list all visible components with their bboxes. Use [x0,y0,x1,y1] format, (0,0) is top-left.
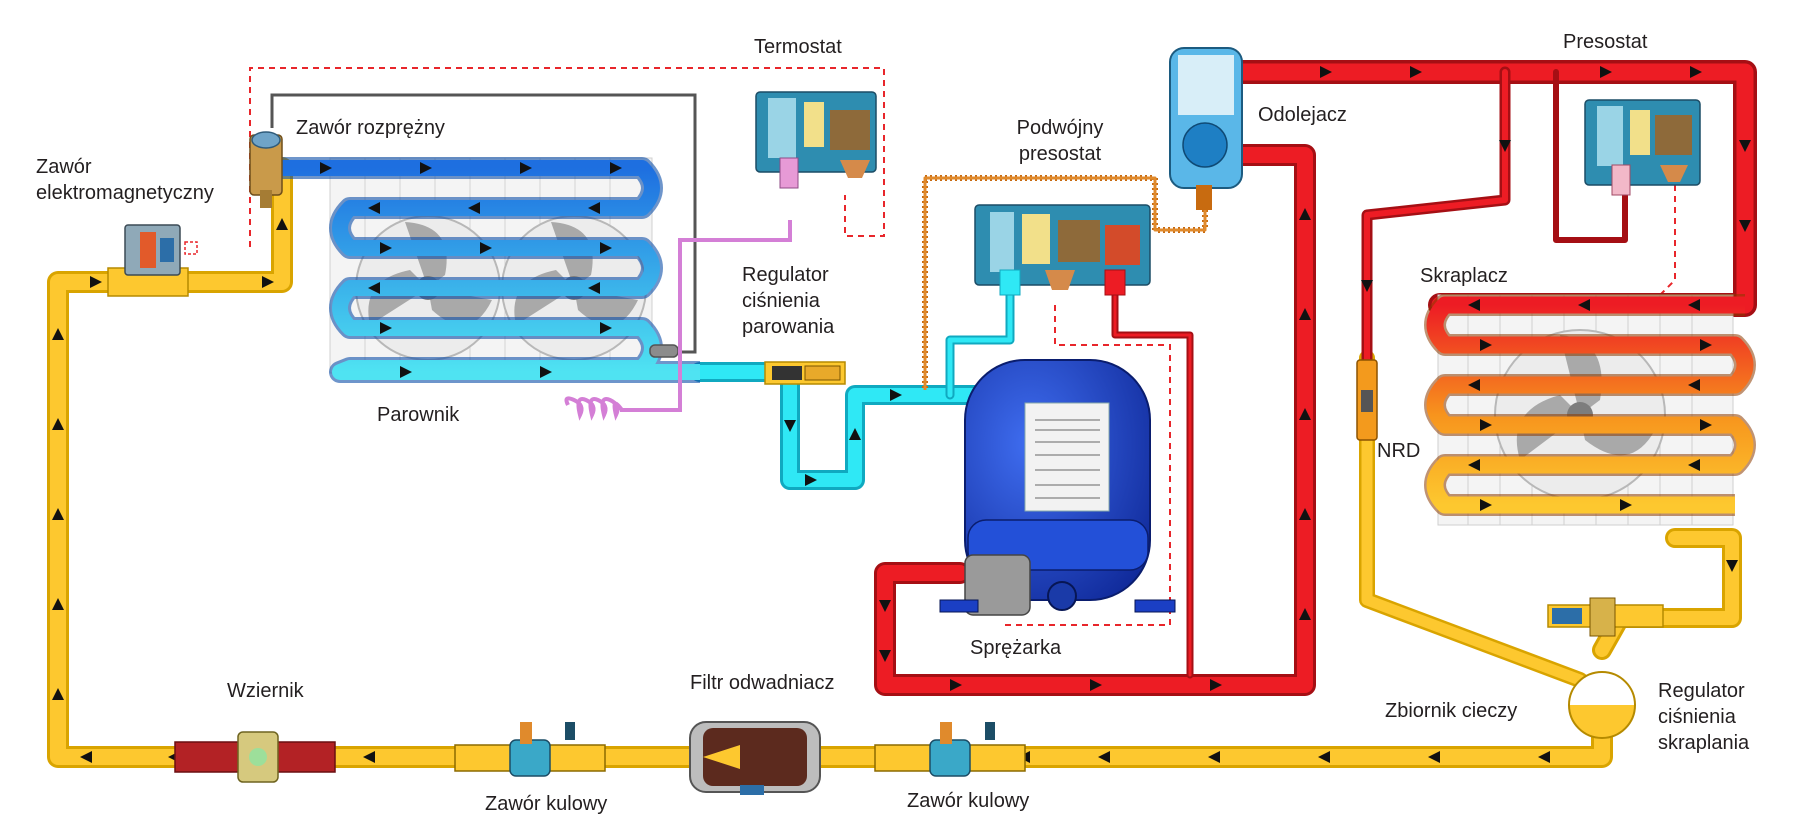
condensing-pressure-regulator [1547,597,1664,637]
thermostat-capillary [620,220,792,412]
condenser-outlet-line [1592,528,1742,660]
nrd-check-valve [1356,359,1378,441]
label-evaporator: Parownik [377,404,460,426]
equalizer-tube [270,93,697,354]
label-ball-valve-right: Zawór kulowy [907,790,1030,812]
thermostat-to-solenoid-line [249,67,885,247]
label-compressor: Sprężarka [970,637,1062,659]
expansion-valve [249,131,283,208]
label-ball-valve-left: Zawór kulowy [485,793,608,815]
label-expansion-valve: Zawór rozprężny [296,117,445,139]
thermostat-sensor-coil [564,396,624,421]
label-dual-pressostat-line1: Podwójny [1016,117,1104,139]
dual-pressostat [974,204,1151,296]
dual-pressostat-to-compressor-line [1005,305,1171,626]
label-condenser: Skraplacz [1420,265,1508,287]
filter-drier [689,721,821,795]
evaporating-pressure-regulator [764,361,846,385]
label-liquid-receiver: Zbiornik cieczy [1385,700,1518,722]
label-cond-regulator-line3: skraplania [1658,732,1750,754]
label-solenoid-valve-line2: elektromagnetyczny [36,182,214,204]
flow-arrows [52,66,1751,763]
sight-glass [174,731,336,783]
label-cond-regulator-line1: Regulator [1658,680,1745,702]
label-evap-regulator-line2: ciśnienia [742,290,820,312]
label-cond-regulator-line2: ciśnienia [1658,706,1736,728]
ball-valve-right [874,722,1026,777]
label-oil-separator: Odolejacz [1258,104,1347,126]
label-solenoid-valve-line1: Zawór [36,156,92,178]
thermostatic-bulb [649,344,679,358]
condenser-coil [1424,294,1756,526]
oil-separator [1169,47,1243,210]
evaporator-coil [268,157,700,383]
label-termostat: Termostat [754,36,842,58]
ball-valve-left [454,722,606,777]
thermostat [755,91,877,189]
label-nrd: NRD [1377,440,1421,462]
label-evap-regulator-line3: parowania [742,316,835,338]
label-filter-drier: Filtr odwadniacz [690,672,835,694]
solenoid-valve [107,224,198,297]
expansion-valve-capillaries [270,93,792,421]
label-pressostat: Presostat [1563,31,1648,53]
compressor [939,359,1176,616]
label-dual-pressostat-line2: presostat [1018,143,1102,165]
liquid-receiver [1568,671,1636,739]
label-sight-glass: Wziernik [227,680,304,702]
label-evap-regulator-line1: Regulator [742,264,829,286]
oil-return-line [922,175,1208,390]
pressostat-impulse-line [1553,69,1628,243]
pressostat [1584,99,1701,196]
